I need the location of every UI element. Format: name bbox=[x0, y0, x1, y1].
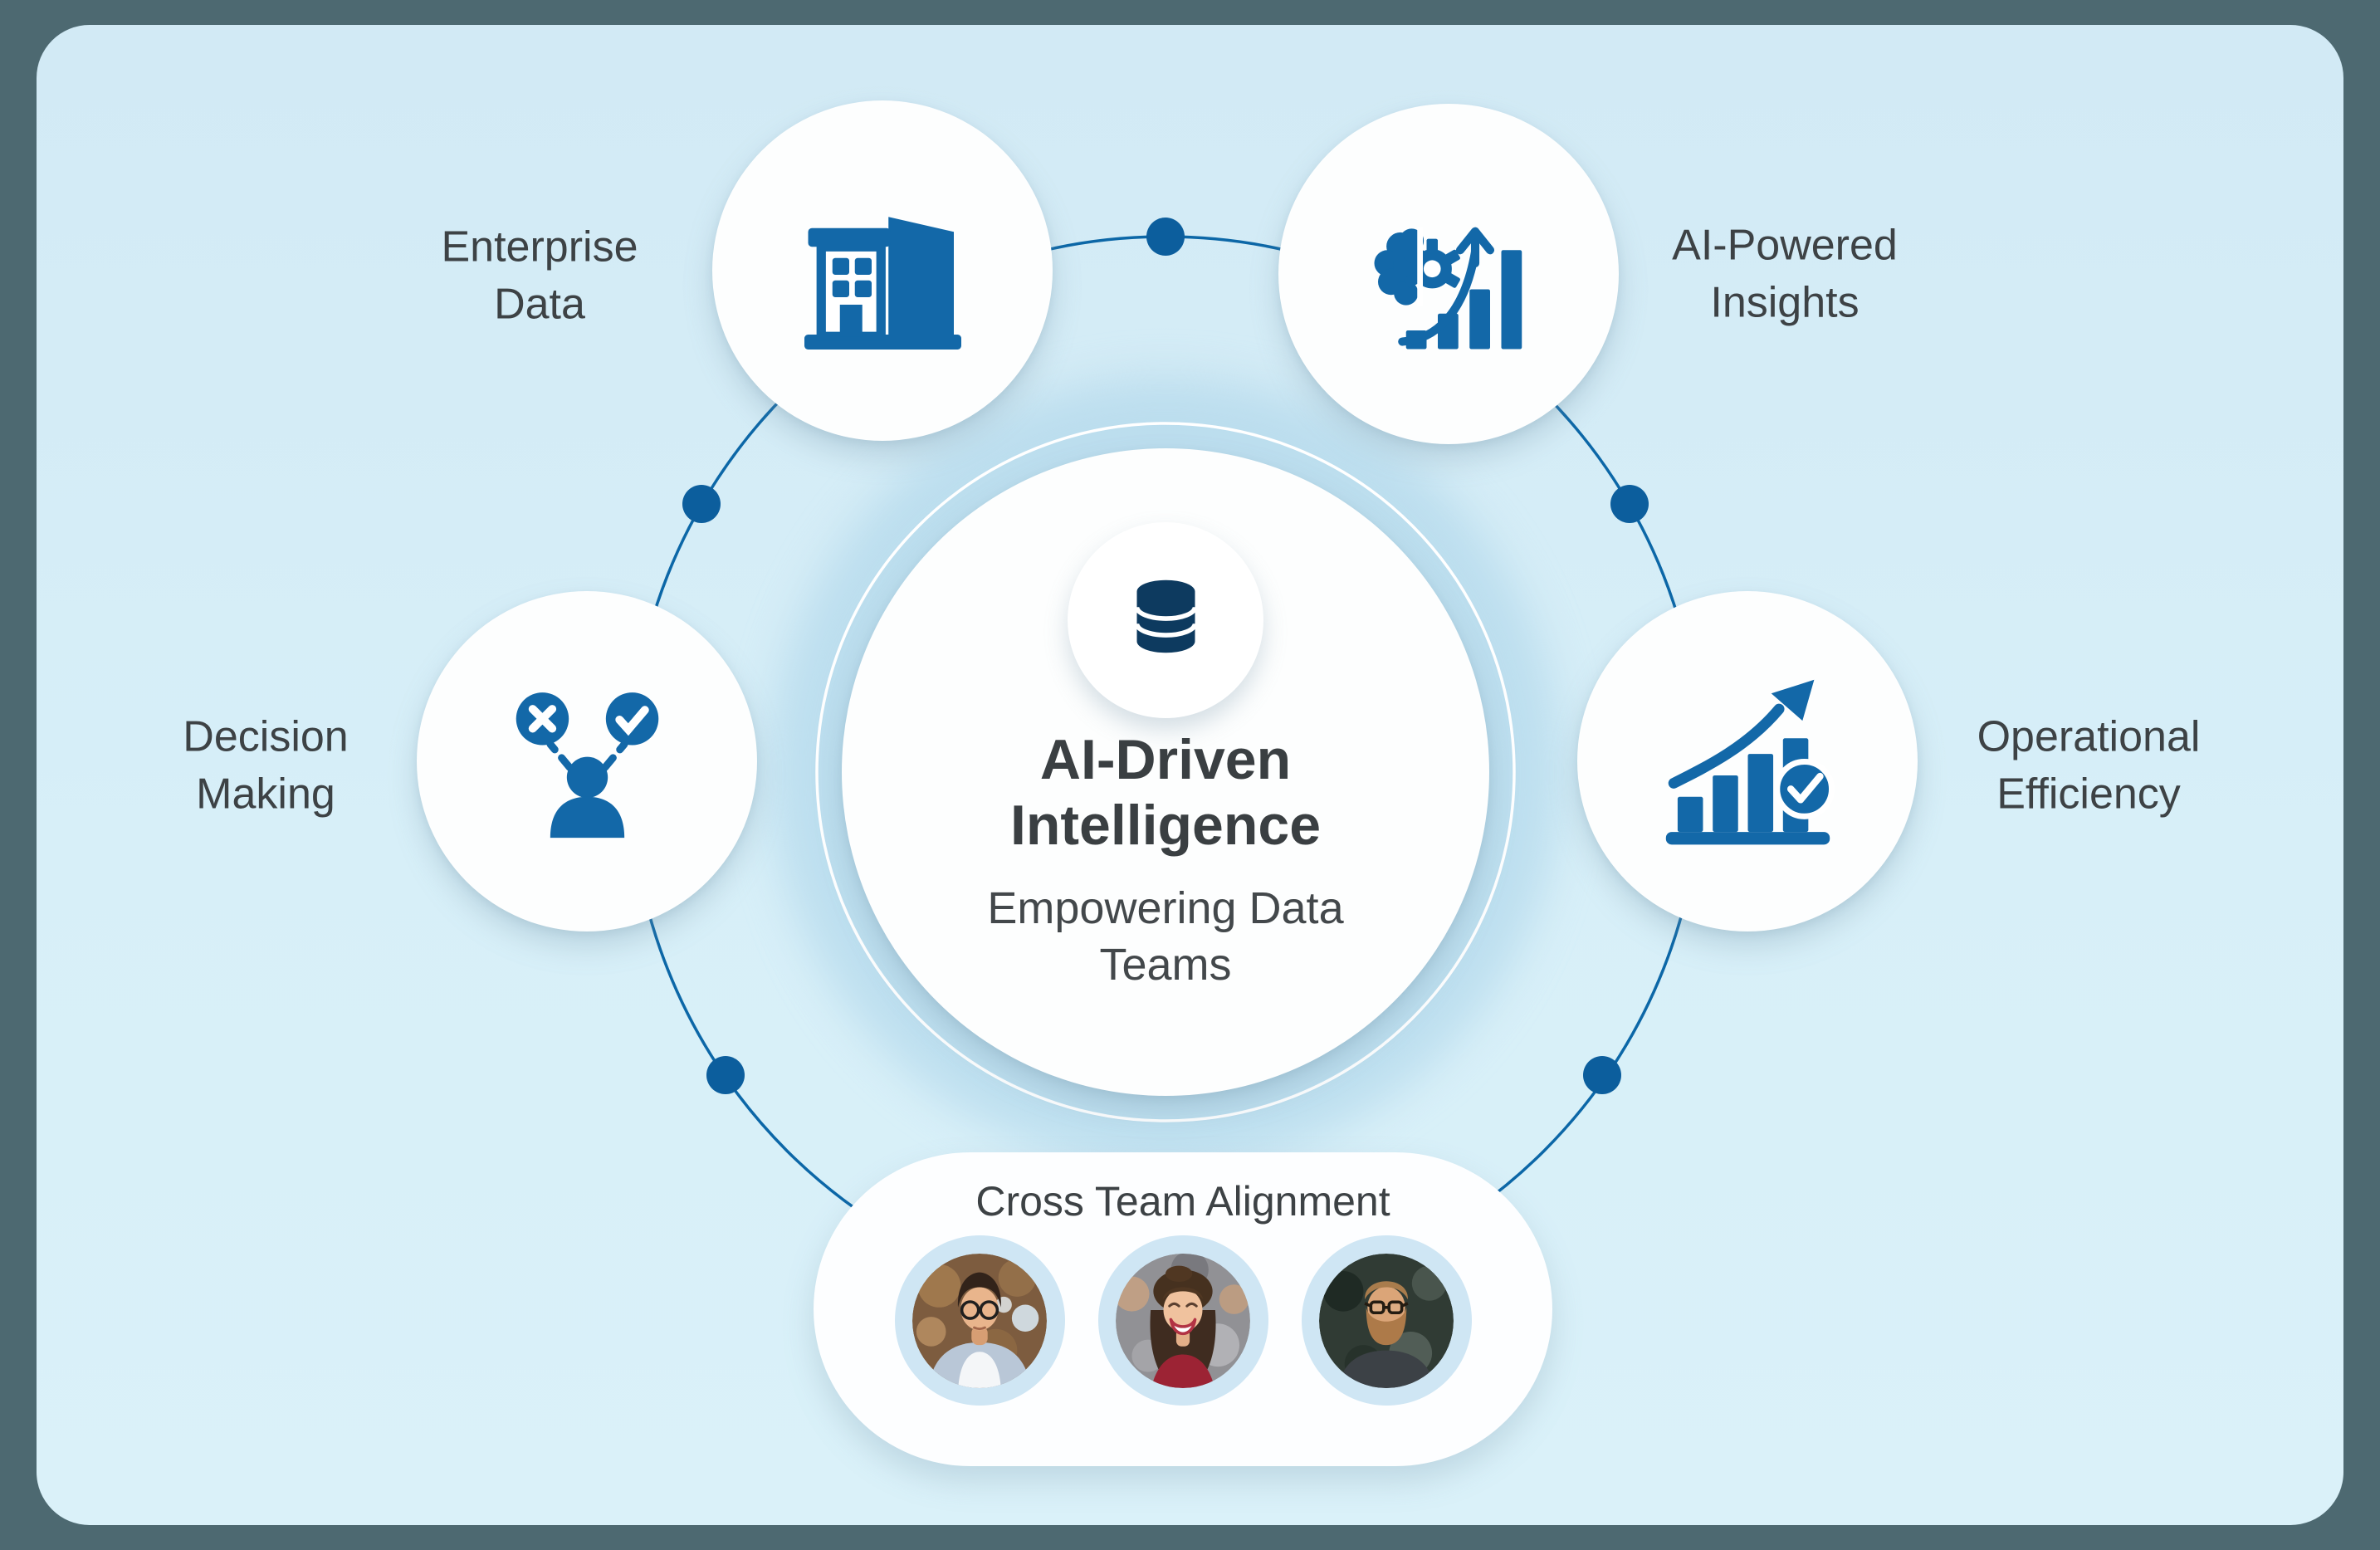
avatar-man-glasses bbox=[912, 1253, 1047, 1388]
avatar-bearded-man bbox=[1319, 1253, 1454, 1388]
center-title-line1: AI-Driven bbox=[1039, 728, 1292, 791]
node-label-operational-efficiency: Operational Efficiency bbox=[1977, 708, 2201, 822]
label-line: Data bbox=[494, 280, 585, 328]
database-icon bbox=[1114, 569, 1218, 672]
cross-team-alignment-card: Cross Team Alignment bbox=[814, 1152, 1552, 1466]
growth-check-icon bbox=[1650, 664, 1845, 859]
center-title: AI-Driven Intelligence bbox=[916, 727, 1415, 858]
gear-brain-growth-icon bbox=[1356, 181, 1542, 368]
node-label-enterprise-data: Enterprise Data bbox=[442, 218, 638, 332]
node-ai-powered-insights bbox=[1278, 104, 1619, 444]
avatar-ring bbox=[1301, 1235, 1472, 1406]
center-text-block: AI-Driven Intelligence Empowering Data T… bbox=[916, 727, 1415, 993]
decision-person-icon bbox=[490, 664, 685, 859]
center-icon-badge bbox=[1068, 522, 1263, 718]
label-line: Operational bbox=[1977, 712, 2201, 761]
label-line: AI-Powered bbox=[1672, 221, 1898, 270]
center-subtitle: Empowering Data Teams bbox=[987, 883, 1344, 990]
label-line: Efficiency bbox=[1996, 770, 2181, 818]
cross-team-alignment-title: Cross Team Alignment bbox=[975, 1178, 1390, 1225]
label-line: Decision bbox=[183, 712, 349, 761]
center-title-line2: Intelligence bbox=[1009, 793, 1322, 857]
node-label-decision-making: Decision Making bbox=[183, 708, 348, 822]
avatar-smiling-woman bbox=[1116, 1253, 1250, 1388]
node-operational-efficiency bbox=[1577, 591, 1918, 931]
node-enterprise-data bbox=[712, 100, 1053, 441]
node-label-ai-powered-insights: AI-Powered Insights bbox=[1672, 217, 1898, 330]
label-line: Enterprise bbox=[441, 222, 638, 271]
team-avatars-row bbox=[814, 1235, 1552, 1406]
building-icon bbox=[789, 178, 976, 364]
node-decision-making bbox=[417, 591, 757, 931]
avatar-ring bbox=[894, 1235, 1065, 1406]
label-line: Making bbox=[196, 770, 335, 818]
avatar-ring bbox=[1097, 1235, 1268, 1406]
label-line: Insights bbox=[1710, 278, 1860, 326]
